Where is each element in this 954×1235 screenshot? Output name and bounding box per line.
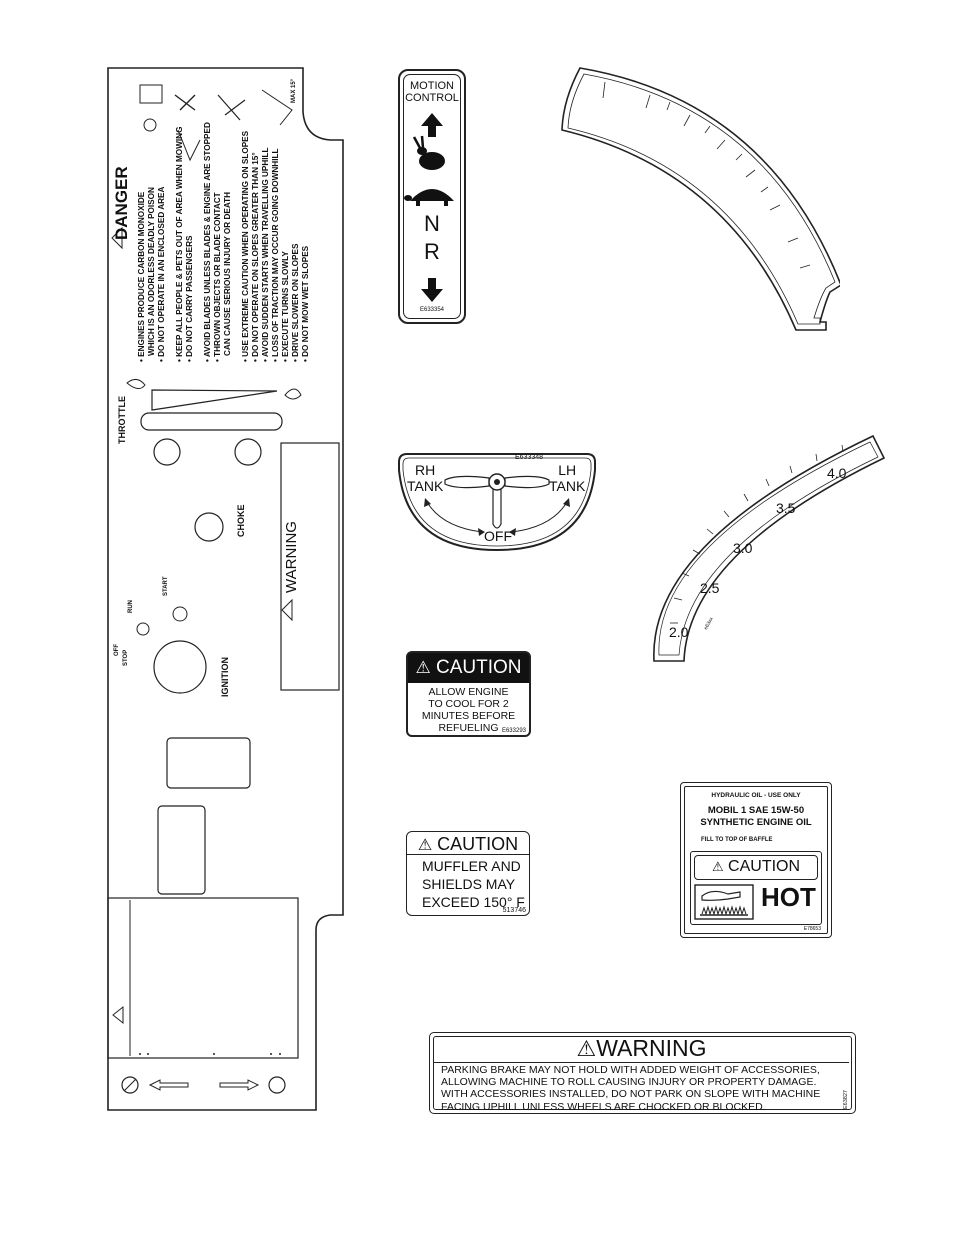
rabbit-icon [412, 135, 445, 170]
neutral-label: N [424, 211, 440, 236]
caution-muffler-decal: ⚠ CAUTION MUFFLER AND SHIELDS MAY EXCEED… [406, 831, 530, 916]
gauge-value: 4.0 [827, 465, 847, 481]
max-slope-label: MAX 15° [291, 78, 297, 103]
hot-label: HOT [761, 882, 816, 912]
reverse-label: R [424, 239, 440, 264]
stop-label: STOP [123, 649, 129, 666]
danger-line: CAN CAUSE SERIOUS INJURY OR DEATH [223, 191, 232, 356]
part-number: E633354 [420, 307, 445, 313]
motion-control-icons [404, 113, 454, 302]
warning-label: WARNING [283, 521, 300, 593]
throttle-label: THROTTLE [117, 396, 127, 444]
danger-line: • THROWN OBJECTS OR BLADE CONTACT [213, 192, 222, 362]
ignition-label: IGNITION [220, 657, 230, 697]
part-number: E78653 [803, 926, 821, 932]
height-gauge-decal: 2.0 2.5 3.0 3.5 4.0 e63xx [648, 433, 888, 668]
hydraulic-line3: SYNTHETIC ENGINE OIL [700, 817, 812, 828]
danger-text-block: • ENGINES PRODUCE CARBON MONOXIDE WHICH … [137, 62, 311, 362]
curved-scale-decal [561, 67, 840, 331]
danger-line: • EXECUTE TURNS SLOWLY [281, 251, 290, 362]
danger-line: • DO NOT CARRY PASSENGERS [185, 235, 194, 362]
off-label: OFF [114, 644, 120, 656]
danger-title: DANGER [112, 166, 131, 240]
danger-line: • DO NOT OPERATE ON SLOPES GREATER THAN … [251, 152, 260, 362]
danger-line: • ENGINES PRODUCE CARBON MONOXIDE [137, 191, 146, 362]
danger-line: • DRIVE SLOWER ON SLOPES [291, 243, 300, 362]
caution-refuel-decal: ⚠ CAUTION ALLOW ENGINE TO COOL FOR 2 MIN… [406, 651, 531, 737]
run-label: RUN [128, 600, 134, 613]
reverse-arrow-icon [421, 278, 443, 302]
danger-line: • DO NOT MOW WET SLOPES [301, 245, 310, 362]
part-number: E63827 [843, 1090, 849, 1109]
gauge-value: 3.0 [733, 540, 753, 556]
turtle-icon [404, 189, 454, 206]
gauge-value: 2.0 [669, 624, 689, 640]
danger-line: WHICH IS AN ODORLESS DEADLY POISON [147, 187, 156, 356]
parking-warning-text: PARKING BRAKE MAY NOT HOLD WITH ADDED WE… [441, 1064, 821, 1113]
hydraulic-line2: MOBIL 1 SAE 15W-50 [707, 805, 805, 816]
warning-triangle-icon: ⚠ [415, 658, 431, 677]
danger-line: • KEEP ALL PEOPLE & PETS OUT OF AREA WHE… [175, 126, 184, 362]
danger-line: • LOSS OF TRACTION MAY OCCUR GOING DOWNH… [271, 148, 280, 362]
part-number: 513746 [502, 907, 526, 914]
start-label: START [163, 576, 169, 596]
caution-header: ⚠ CAUTION [694, 855, 818, 880]
hydraulic-line4: FILL TO TOP OF BAFFLE [701, 837, 773, 843]
caution-refuel-text: ALLOW ENGINE TO COOL FOR 2 MINUTES BEFOR… [421, 686, 516, 734]
warning-triangle-icon: ⚠ [576, 1036, 597, 1061]
parking-brake-warning-decal: ⚠WARNING PARKING BRAKE MAY NOT HOLD WITH… [429, 1032, 856, 1114]
gauge-value: 2.5 [700, 580, 720, 596]
motion-control-title: MOTION CONTROL [405, 80, 459, 104]
hot-hand-icon [694, 884, 754, 920]
motion-control-decal: MOTION CONTROL N R E633354 [398, 69, 466, 324]
danger-line: • AVOID BLADES UNLESS BLADES & ENGINE AR… [203, 122, 212, 362]
valve-handle-icon [444, 475, 550, 529]
hydraulic-line1: HYDRAULIC OIL - USE ONLY [711, 792, 801, 799]
off-position-label: OFF [484, 528, 512, 544]
hydraulic-oil-decal: HYDRAULIC OIL - USE ONLY MOBIL 1 SAE 15W… [680, 782, 832, 938]
caution-header: ⚠ CAUTION [408, 653, 529, 683]
danger-line: • AVOID SUDDEN STARTS WHEN TRAVELLING UP… [261, 147, 270, 362]
hot-warning-box: ⚠ CAUTION HOT [690, 851, 822, 925]
danger-line: • DO NOT OPERATE IN AN ENCLOSED AREA [157, 186, 166, 362]
caution-muffler-text: MUFFLER AND SHIELDS MAY EXCEED 150° F [422, 858, 525, 910]
part-number: E633348 [515, 454, 544, 461]
gauge-value: 3.5 [776, 500, 796, 516]
caution-header: ⚠ CAUTION [407, 832, 529, 855]
warning-header: ⚠WARNING [576, 1035, 707, 1061]
forward-arrow-icon [421, 113, 443, 137]
warning-triangle-icon: ⚠ [417, 837, 433, 854]
danger-line: • USE EXTREME CAUTION WHEN OPERATING ON … [241, 130, 250, 362]
choke-label: CHOKE [236, 504, 246, 537]
warning-triangle-icon: ⚠ [711, 859, 724, 874]
part-number: E633293 [501, 728, 526, 734]
